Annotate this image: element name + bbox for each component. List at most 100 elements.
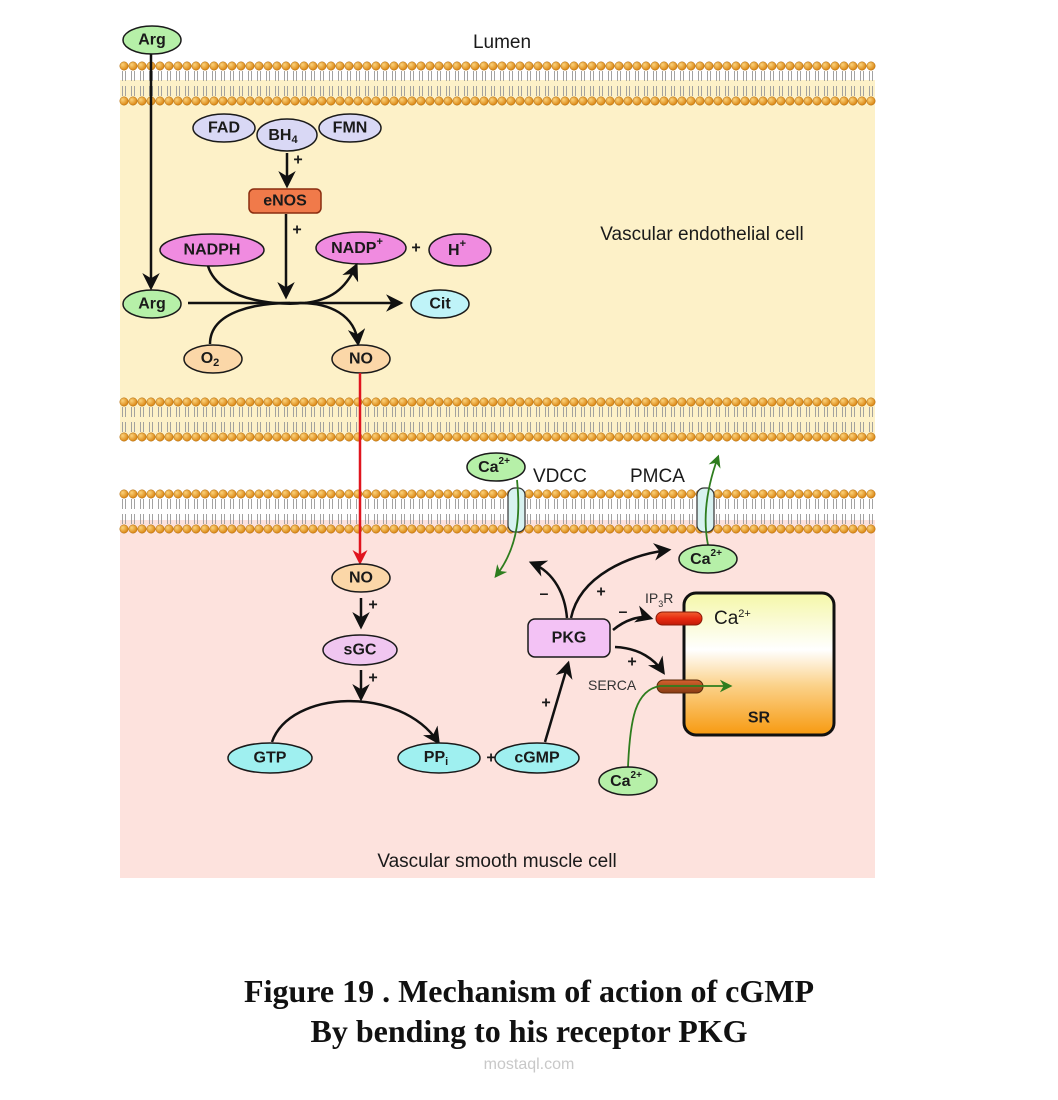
figure-caption-line-1: Figure 19 . Mechanism of action of cGMP xyxy=(244,973,814,1009)
lipid-head xyxy=(749,61,759,71)
lipid-tail xyxy=(644,86,648,96)
lipid-head xyxy=(245,432,255,442)
lipid-head xyxy=(866,96,876,106)
lipid-head xyxy=(848,524,858,534)
lipid-tail xyxy=(545,86,549,96)
lipid-head xyxy=(434,397,444,407)
lipid-head xyxy=(173,96,183,106)
lipid-head xyxy=(785,397,795,407)
lipid-tail xyxy=(734,499,738,509)
lipid-tail xyxy=(140,499,144,509)
lipid-head xyxy=(632,61,642,71)
lipid-tail xyxy=(473,407,477,417)
lipid-tail xyxy=(671,514,675,524)
lipid-head xyxy=(569,524,579,534)
lipid-tail xyxy=(851,407,855,417)
lipid-tail xyxy=(653,422,657,432)
lipid-head xyxy=(524,432,534,442)
calcium-vdcc-label: Ca2+ xyxy=(478,456,510,476)
lipid-tail xyxy=(221,422,225,432)
lipid-head xyxy=(245,96,255,106)
lipid-head xyxy=(623,96,633,106)
lipid-head xyxy=(578,432,588,442)
lipid-tail xyxy=(482,422,486,432)
lipid-tail xyxy=(671,86,675,96)
lipid-tail xyxy=(797,422,801,432)
lipid-head xyxy=(263,432,273,442)
lipid-tail xyxy=(545,499,549,509)
lipid-head xyxy=(335,489,345,499)
sr-label: SR xyxy=(748,710,771,727)
lipid-head xyxy=(362,432,372,442)
lipid-tail xyxy=(563,86,567,96)
calcium-serca-label: Ca2+ xyxy=(610,770,642,790)
lipid-tail xyxy=(392,71,396,81)
lipid-tail xyxy=(140,71,144,81)
lipid-head xyxy=(407,61,417,71)
lipid-tail xyxy=(599,422,603,432)
lipid-tail xyxy=(365,86,369,96)
lipid-tail xyxy=(149,422,153,432)
lipid-head xyxy=(254,96,264,106)
lipid-tail xyxy=(203,514,207,524)
lipid-head xyxy=(425,61,435,71)
lipid-tail xyxy=(248,71,252,81)
lipid-tail xyxy=(338,71,342,81)
lipid-tail xyxy=(122,86,126,96)
lipid-tail xyxy=(617,407,621,417)
calcium-serca-node xyxy=(598,766,658,796)
lipid-head xyxy=(191,489,201,499)
lipid-head xyxy=(803,432,813,442)
lipid-head xyxy=(560,524,570,534)
plus-sign: + xyxy=(368,670,377,687)
lipid-tail xyxy=(257,71,261,81)
lipid-head xyxy=(155,489,165,499)
lipid-head xyxy=(380,524,390,534)
lipid-tail xyxy=(410,71,414,81)
lipid-tail xyxy=(410,422,414,432)
lipid-head xyxy=(551,489,561,499)
lipid-tail xyxy=(635,71,639,81)
lipid-tail xyxy=(779,86,783,96)
lipid-head xyxy=(164,524,174,534)
lipid-tail xyxy=(275,499,279,509)
lipid-head xyxy=(182,524,192,534)
lipid-tail xyxy=(428,514,432,524)
lipid-head xyxy=(263,524,273,534)
lipid-head xyxy=(551,61,561,71)
lipid-head xyxy=(362,61,372,71)
lipid-head xyxy=(470,61,480,71)
lipid-head xyxy=(722,524,732,534)
lipid-head xyxy=(569,489,579,499)
serca-label: SERCA xyxy=(588,677,637,693)
lipid-tail xyxy=(581,499,585,509)
lipid-tail xyxy=(707,422,711,432)
lipid-head xyxy=(632,432,642,442)
lipid-tail xyxy=(869,514,873,524)
lipid-head xyxy=(515,432,525,442)
lipid-head xyxy=(146,489,156,499)
lipid-head xyxy=(407,96,417,106)
lipid-tail xyxy=(554,514,558,524)
lipid-tail xyxy=(815,422,819,432)
lipid-head xyxy=(560,432,570,442)
lipid-head xyxy=(641,489,651,499)
lipid-tail xyxy=(680,499,684,509)
lipid-head xyxy=(497,524,507,534)
lipid-tail xyxy=(266,71,270,81)
lipid-head xyxy=(713,489,723,499)
lipid-tail xyxy=(842,407,846,417)
lipid-head xyxy=(839,61,849,71)
lipid-head xyxy=(758,61,768,71)
lipid-head xyxy=(245,397,255,407)
lipid-head xyxy=(479,96,489,106)
lipid-head xyxy=(767,96,777,106)
lipid-head xyxy=(560,397,570,407)
lipid-tail xyxy=(248,407,252,417)
lipid-tail xyxy=(212,499,216,509)
lipid-tail xyxy=(626,514,630,524)
lipid-tail xyxy=(284,407,288,417)
lipid-head xyxy=(632,397,642,407)
lipid-head xyxy=(335,432,345,442)
lipid-head xyxy=(551,432,561,442)
